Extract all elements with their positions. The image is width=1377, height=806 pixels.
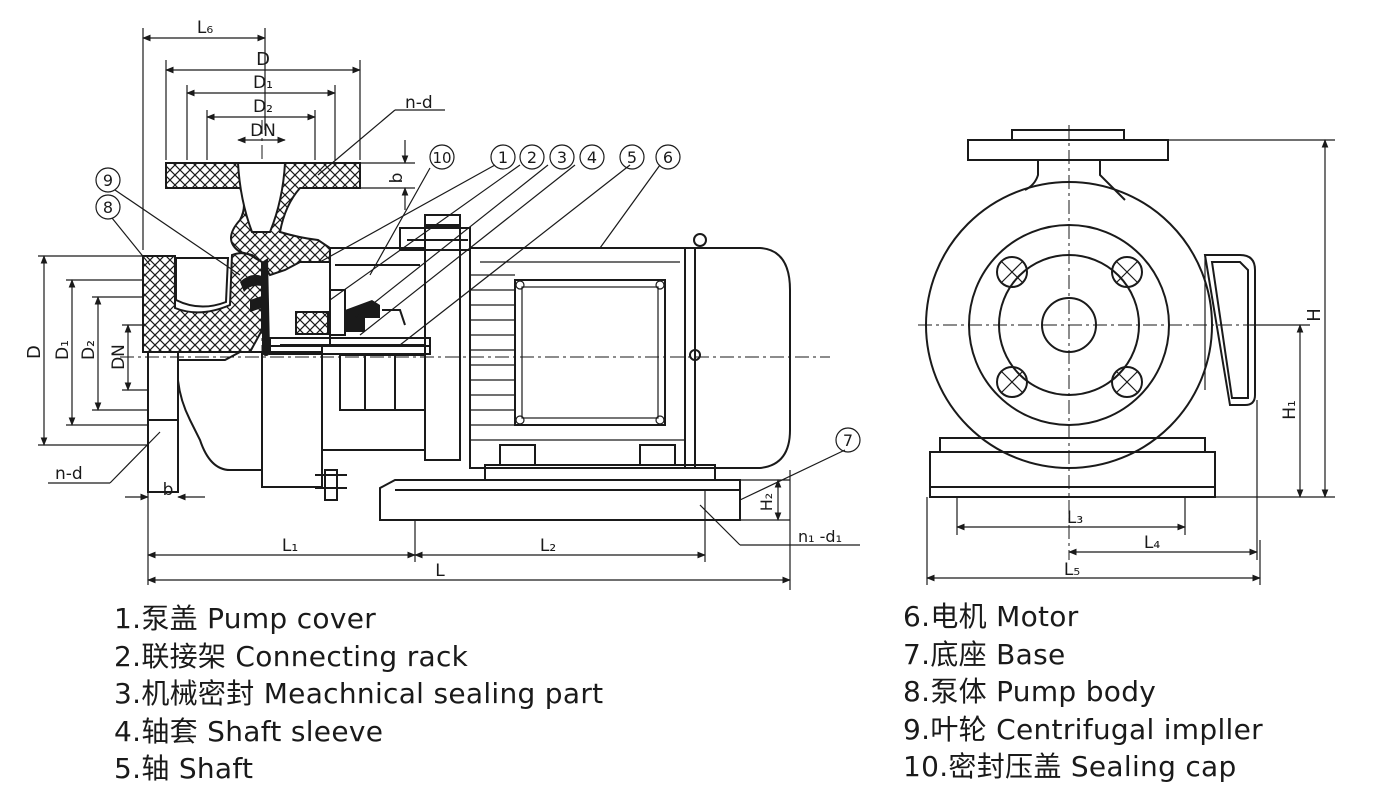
front-discharge-flange: [967, 129, 1169, 201]
callout-5: 5: [619, 144, 645, 170]
dim-n1-d1: n₁ -d₁: [798, 527, 842, 546]
discharge-flange: [165, 162, 361, 277]
callout-markers: 10 1 2 3 4 5 6: [95, 144, 861, 453]
front-view: H H₁ L₃ L₄ L₅: [918, 125, 1335, 585]
svg-text:8: 8: [103, 198, 113, 217]
callout-8: 8: [95, 194, 121, 220]
legend-item-base: 7.底座 Base: [903, 637, 1066, 671]
front-base: [929, 437, 1216, 498]
side-view: 10 1 2 3 4 5 6: [24, 18, 861, 590]
parts-legend-right: 6.电机 Motor 7.底座 Base 8.泵体 Pump body 9.叶轮…: [903, 598, 1263, 786]
dim-dn-top: DN: [250, 121, 276, 141]
dim-l1: L₁: [282, 536, 298, 556]
callout-3: 3: [549, 144, 575, 170]
legend-item-impeller: 9.叶轮 Centrifugal impller: [903, 712, 1263, 746]
dim-d1-left: D₁: [53, 340, 73, 360]
callout-6: 6: [655, 144, 681, 170]
svg-text:4: 4: [587, 148, 597, 167]
dim-d2-top: D₂: [253, 97, 273, 117]
legend-item-connecting-rack: 2.联接架 Connecting rack: [114, 639, 469, 673]
dim-l3: L₃: [1067, 508, 1083, 528]
front-terminal-box: [1203, 254, 1256, 406]
svg-text:10: 10: [432, 149, 451, 167]
svg-text:2: 2: [527, 148, 537, 167]
dim-l: L: [435, 561, 445, 581]
callout-9: 9: [95, 167, 121, 193]
legend-item-mechanical-seal: 3.机械密封 Meachnical sealing part: [114, 677, 604, 710]
legend-item-shaft-sleeve: 4.轴套 Shaft sleeve: [114, 714, 384, 748]
legend-item-pump-body: 8.泵体 Pump body: [903, 675, 1157, 708]
front-pump-body: [925, 181, 1213, 469]
svg-text:9: 9: [103, 171, 113, 190]
side-dimension-labels: L₆ D D₁ D₂ DN n-d b D D₁ D₂ DN n-d b L₁ …: [24, 18, 842, 581]
suction-flange: [147, 351, 323, 493]
dim-d-left: D: [24, 345, 45, 359]
parts-legend-left: 1.泵盖 Pump cover 2.联接架 Connecting rack 3.…: [114, 600, 603, 788]
base: [379, 464, 741, 521]
dim-nd-bottom: n-d: [55, 464, 83, 484]
svg-text:6: 6: [663, 148, 673, 167]
svg-text:5: 5: [627, 148, 637, 167]
svg-text:3: 3: [557, 148, 567, 167]
dim-dn-left: DN: [109, 344, 129, 370]
dim-h2: H₂: [757, 493, 776, 511]
callout-10: 10: [429, 144, 455, 170]
dim-h: H: [1304, 308, 1325, 322]
side-dimension-lines: [38, 28, 860, 590]
front-dimension-lines: [926, 139, 1335, 585]
callout-1: 1: [490, 144, 516, 170]
dim-d-top: D: [256, 49, 270, 70]
legend-item-shaft: 5.轴 Shaft: [114, 752, 254, 785]
legend-item-motor: 6.电机 Motor: [903, 600, 1079, 633]
dim-b-top: b: [387, 173, 407, 184]
dim-d2-left: D₂: [79, 340, 99, 360]
dim-l2: L₂: [540, 536, 556, 556]
dim-l4: L₄: [1144, 533, 1160, 553]
shaft: [269, 337, 431, 355]
svg-text:1: 1: [498, 148, 508, 167]
mechanical-seal: [295, 289, 406, 336]
callout-4: 4: [579, 144, 605, 170]
svg-text:7: 7: [843, 431, 853, 450]
dim-l5: L₅: [1064, 560, 1080, 580]
dim-h1: H₁: [1280, 400, 1300, 420]
impeller: [240, 258, 270, 356]
pump-body-casing: [142, 252, 263, 353]
legend-item-pump-cover: 1.泵盖 Pump cover: [114, 602, 377, 635]
motor: [469, 233, 791, 469]
callout-2: 2: [519, 144, 545, 170]
dim-b-bottom: b: [163, 480, 174, 500]
dim-d1-top: D₁: [253, 73, 273, 93]
legend-item-sealing-cap: 10.密封压盖 Sealing cap: [903, 750, 1237, 783]
front-dimension-labels: H H₁ L₃ L₄ L₅: [1064, 308, 1325, 580]
dim-nd-top: n-d: [405, 93, 433, 113]
callout-leaders: [111, 164, 846, 501]
dim-l6: L₆: [197, 18, 213, 38]
callout-7: 7: [835, 427, 861, 453]
bolts: [315, 239, 468, 501]
